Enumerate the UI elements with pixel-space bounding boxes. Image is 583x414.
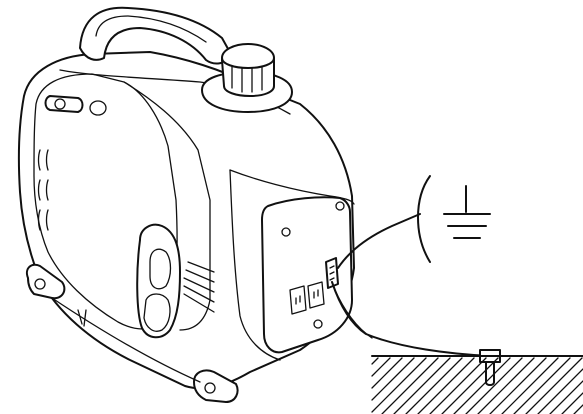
hatch-line [525, 357, 583, 414]
terminal-nut [329, 265, 335, 281]
dc-outlet [307, 281, 325, 309]
hatch-line [549, 380, 583, 414]
front-left-foot [26, 263, 66, 300]
hatch-line [381, 357, 439, 414]
handle-grip [95, 15, 207, 43]
hatch-line [501, 357, 559, 414]
hatch-line [429, 357, 487, 414]
hatch-line [453, 357, 511, 414]
ac-outlet [289, 285, 307, 315]
rear-foot [77, 309, 87, 327]
callout-leader [337, 213, 421, 269]
generator-illustration [17, 6, 355, 403]
hatch-line [405, 357, 463, 414]
fuel-cap-top [221, 43, 275, 69]
side-panel-inner [123, 81, 211, 331]
foot-bolt-icon [34, 278, 46, 290]
hatch-line [465, 357, 523, 414]
hatch-line [371, 357, 427, 413]
outlet-pins [295, 289, 319, 305]
front-right-foot [193, 369, 239, 403]
hatch-line [371, 357, 379, 365]
hatch-line [477, 357, 535, 414]
front-face-edge [229, 169, 355, 205]
foot-bolt-icon [204, 382, 216, 394]
hatch-line [393, 357, 451, 414]
body-seam [229, 169, 281, 361]
control-panel [261, 196, 353, 354]
panel-screw-icon [335, 201, 345, 211]
base-skid [51, 297, 201, 383]
hatch-line [573, 404, 583, 414]
panel-screw-icon [281, 227, 291, 237]
knob-icon [54, 98, 66, 110]
panel-screw-icon [313, 319, 323, 329]
ground-cable [331, 281, 491, 357]
hatch-line [537, 368, 583, 414]
hatch-line [371, 357, 415, 401]
hatch-line [561, 392, 583, 414]
hatch-line [417, 357, 475, 414]
side-vents [37, 149, 49, 231]
recoil-housing [143, 293, 171, 332]
front-vents [183, 261, 215, 313]
ground-symbol-icon [417, 175, 491, 263]
hatch-line [441, 357, 499, 414]
hatch-line [371, 357, 403, 389]
recoil-window [136, 223, 181, 339]
starter-grip [149, 248, 172, 290]
fuel-cap-ribs [231, 51, 263, 93]
carry-handle [79, 6, 233, 65]
hatch-line [371, 357, 391, 377]
hatch-line [489, 357, 547, 414]
hatch-line [513, 357, 571, 414]
switch-icon [89, 100, 107, 116]
earth-hatching [371, 355, 583, 414]
